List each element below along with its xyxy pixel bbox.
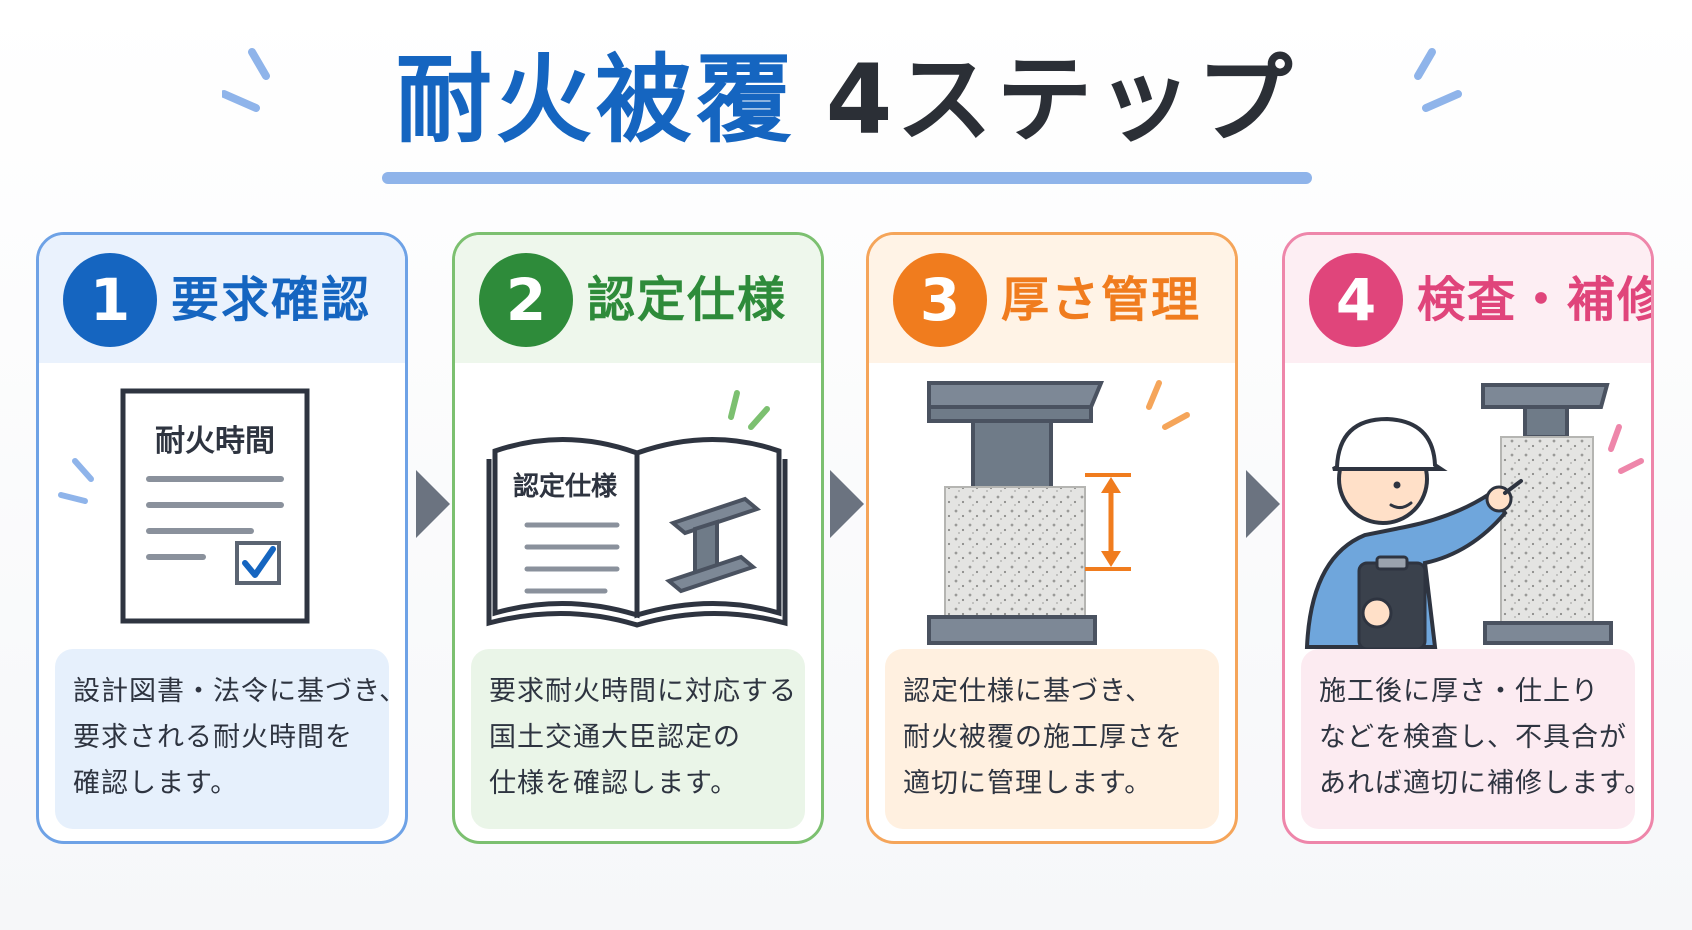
step-number-badge: 1: [63, 253, 157, 347]
step-description-2: 要求耐火時間に対応する 国土交通大臣認定の 仕様を確認します。: [471, 649, 805, 829]
step-title: 要求確認: [171, 272, 372, 328]
document-checklist-icon: 耐火時間: [58, 388, 310, 624]
step-card-4: 4 検査・補修 施工後に厚さ・仕上り などを検査し、不具合が あ: [1282, 232, 1654, 844]
description-line: 耐火被覆の施工厚さを: [903, 722, 1183, 753]
description-line: 要求耐火時間に対応する: [489, 676, 797, 707]
step-header-4: 4 検査・補修: [1285, 235, 1651, 363]
description-line: あれば適切に補修します。: [1319, 768, 1653, 799]
description-line: 認定仕様に基づき、: [903, 676, 1154, 707]
step-description-4: 施工後に厚さ・仕上り などを検査し、不具合が あれば適切に補修します。: [1301, 649, 1653, 829]
description-line: 設計図書・法令に基づき、: [73, 676, 408, 707]
step-header-1: 1 要求確認: [39, 235, 405, 363]
book-heading: 認定仕様: [513, 471, 618, 502]
step-number-badge: 2: [479, 253, 573, 347]
arrow-right-icon: [416, 470, 450, 538]
step-card-1: 1 要求確認 耐火時間 設計図書・法令に基づき、 要求される耐火時間を 確認しま…: [36, 232, 408, 844]
open-book-steel-beam-icon: 認定仕様: [486, 390, 788, 628]
arrow-right-icon: [830, 470, 864, 538]
arrow-right-icon: [1246, 470, 1280, 538]
sparkle-right-icon: [1414, 48, 1462, 112]
description-line: 要求される耐火時間を: [73, 722, 353, 753]
sparkle-left-icon: [222, 48, 270, 112]
step-header-3: 3 厚さ管理: [869, 235, 1235, 363]
step-title: 検査・補修: [1417, 272, 1654, 328]
description-line: 適切に管理します。: [903, 768, 1153, 799]
step-description-3: 認定仕様に基づき、 耐火被覆の施工厚さを 適切に管理します。: [885, 649, 1219, 829]
coated-column-thickness-icon: [927, 380, 1190, 645]
page-title: 耐火被覆 4ステップ: [0, 40, 1692, 160]
step-title: 認定仕様: [587, 272, 788, 328]
step-number-badge: 3: [893, 253, 987, 347]
step-header-2: 2 認定仕様: [455, 235, 821, 363]
title-underline: [382, 172, 1312, 184]
description-line: 施工後に厚さ・仕上り: [1319, 676, 1599, 707]
document-heading: 耐火時間: [155, 424, 275, 459]
step-description-1: 設計図書・法令に基づき、 要求される耐火時間を 確認します。: [55, 649, 408, 829]
inspector-column-icon: [1304, 383, 1644, 651]
title-part2: 4ステップ: [825, 44, 1297, 156]
step-title: 厚さ管理: [1001, 272, 1202, 328]
title-area: 耐火被覆 4ステップ: [0, 40, 1692, 160]
step-card-3: 3 厚さ管理 認定仕様に基づき、 耐火被覆の施工厚さを 適切に管理します。: [866, 232, 1238, 844]
title-part1: 耐火被覆: [395, 44, 796, 156]
description-line: 国土交通大臣認定の: [489, 722, 741, 753]
step-card-2: 2 認定仕様 認定仕様 要求耐火時間に対応する 国土交通大臣認定の 仕様を確認し…: [452, 232, 824, 844]
description-line: などを検査し、不具合が: [1319, 722, 1627, 753]
description-line: 確認します。: [73, 768, 239, 799]
description-line: 仕様を確認します。: [489, 768, 739, 799]
step-number-badge: 4: [1309, 253, 1403, 347]
